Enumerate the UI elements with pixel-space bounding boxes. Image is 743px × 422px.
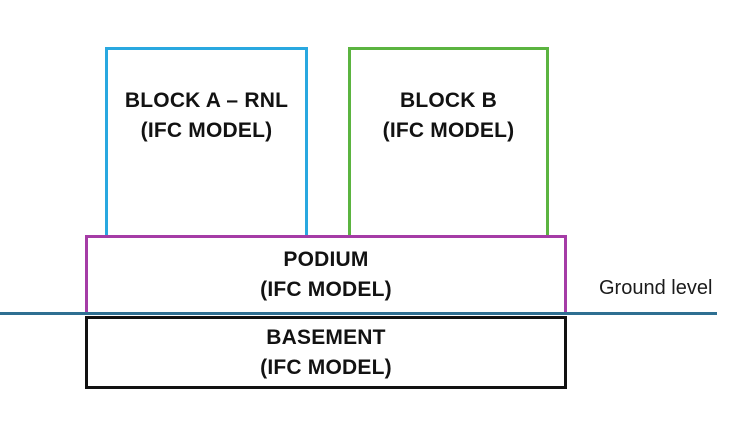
basement-subtitle: (IFC MODEL) [260,355,392,379]
block-b-box: BLOCK B (IFC MODEL) [348,47,549,238]
block-a-title: BLOCK A – RNL [124,89,289,112]
block-b-subtitle: (IFC MODEL) [382,119,515,142]
basement-title: BASEMENT [266,325,386,349]
ground-level-label: Ground level [599,277,713,299]
block-a-box: BLOCK A – RNL (IFC MODEL) [105,47,308,238]
ground-level-line [0,312,717,315]
podium-subtitle: (IFC MODEL) [260,278,392,301]
basement-box: BASEMENT (IFC MODEL) [85,316,567,389]
block-a-subtitle: (IFC MODEL) [140,119,273,142]
podium-box: PODIUM (IFC MODEL) [85,235,567,315]
podium-title: PODIUM [283,248,369,271]
block-b-title: BLOCK B [399,89,498,112]
